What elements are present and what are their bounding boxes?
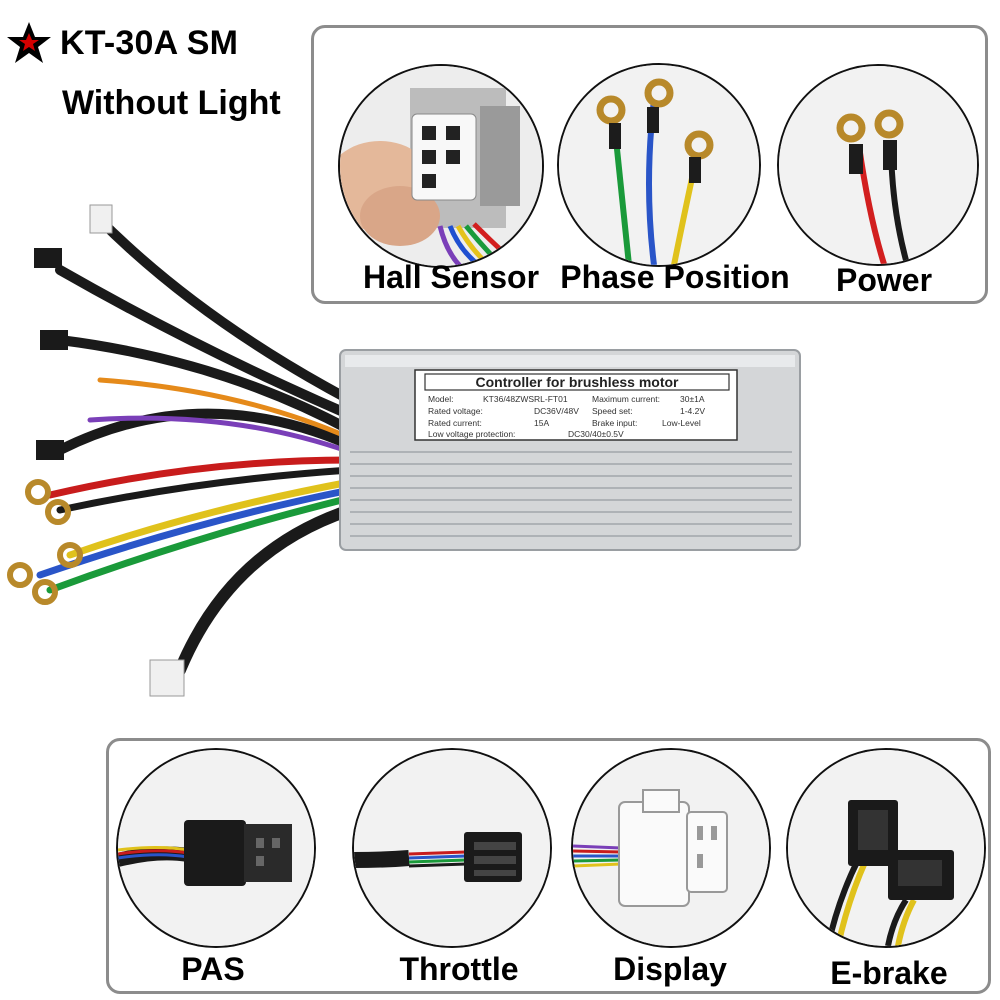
- hall-sensor-label: Hall Sensor: [362, 259, 540, 295]
- throttle-label: Throttle: [399, 951, 519, 987]
- pas-photo: [116, 748, 316, 948]
- pas-label: PAS: [181, 951, 245, 987]
- spec-label-rated-voltage: Rated voltage:: [428, 406, 483, 416]
- spec-value-speed-set: 1-4.2V: [680, 406, 705, 416]
- display-label: Display: [613, 951, 727, 987]
- product-title: KT-30A SM: [6, 20, 238, 66]
- spec-label-speed-set: Speed set:: [592, 406, 633, 416]
- ebrake-photo: [786, 748, 986, 948]
- phase-position-label: Phase Position: [560, 259, 790, 295]
- controller-photo: Controller for brushless motor Model: KT…: [7, 204, 801, 697]
- spec-value-rated-voltage: DC36V/48V: [534, 406, 579, 416]
- product-title-text: KT-30A SM: [60, 23, 239, 62]
- spec-value-brake-input: Low-Level: [662, 418, 701, 428]
- display-photo: [571, 748, 771, 948]
- spec-label-brake-input: Brake input:: [592, 418, 637, 428]
- spec-label-model: Model:: [428, 394, 454, 404]
- spec-label-rated-current: Rated current:: [428, 418, 482, 428]
- spec-value-rated-current: 15A: [534, 418, 549, 428]
- power-label: Power: [835, 262, 933, 298]
- hall-sensor-photo: [338, 64, 544, 268]
- power-photo: [777, 64, 979, 266]
- ebrake-label: E-brake: [830, 955, 948, 991]
- controller-label-heading: Controller for brushless motor: [475, 374, 679, 390]
- product-subtitle: Without Light: [62, 84, 281, 122]
- spec-label-low-voltage: Low voltage protection:: [428, 429, 515, 439]
- spec-value-low-voltage: DC30/40±0.5V: [568, 429, 624, 439]
- star-icon: [7, 22, 51, 63]
- phase-position-photo: [557, 63, 761, 267]
- spec-value-model: KT36/48ZWSRL-FT01: [483, 394, 568, 404]
- throttle-photo: [352, 748, 552, 948]
- spec-value-max-current: 30±1A: [680, 394, 705, 404]
- spec-label-max-current: Maximum current:: [592, 394, 660, 404]
